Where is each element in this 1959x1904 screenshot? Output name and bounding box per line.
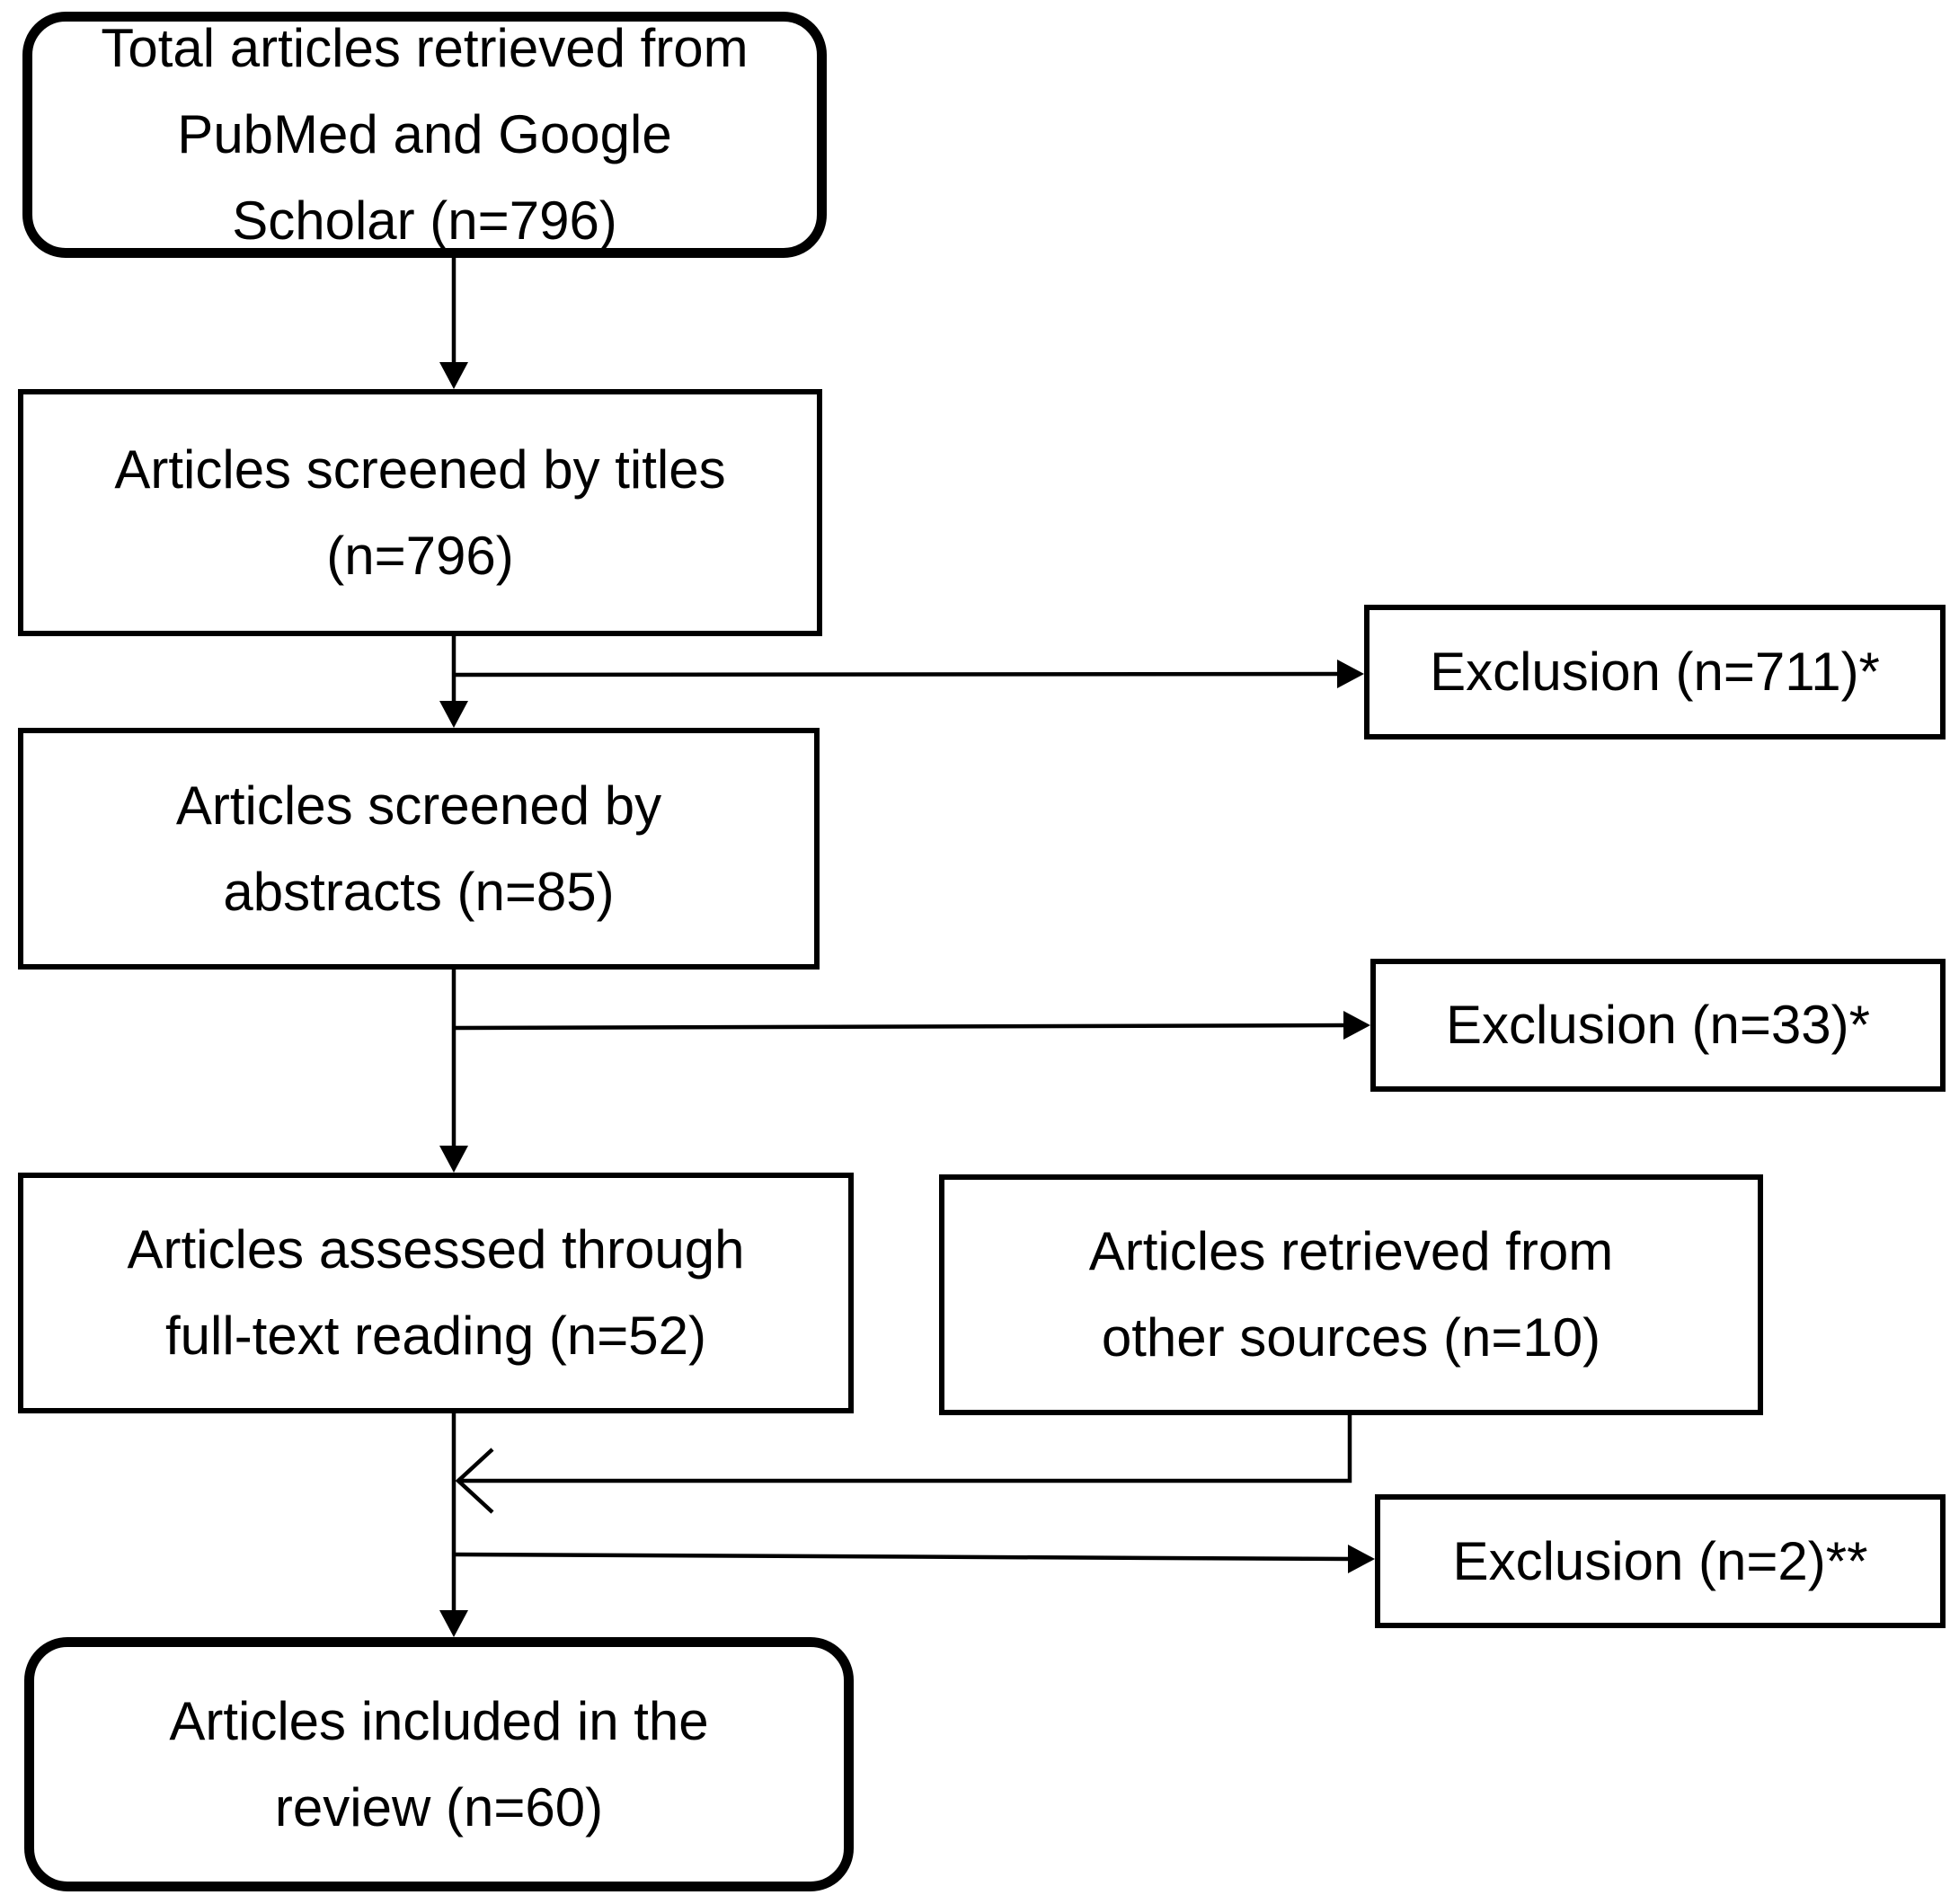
arrow-titles-to-exclusion [453,671,1344,677]
node-text-line: Articles assessed through [127,1219,745,1280]
node-text-line: Exclusion (n=711)* [1430,642,1880,702]
node-text-line: Articles retrieved from [1088,1221,1614,1281]
arrowhead-right-1 [1337,660,1364,688]
node-text-line: Exclusion (n=33)* [1446,995,1870,1055]
node-text-line: review (n=60) [274,1776,604,1838]
arrow-other-sources-join [460,1415,1352,1483]
node-text-line: Scholar (n=796) [232,190,617,251]
arrow-fulltext-to-exclusion [453,1552,1355,1562]
node-text-line: Articles screened by titles [114,438,726,500]
arrowhead-down-3 [439,1146,468,1173]
node-exclusion-abstracts: Exclusion (n=33)* [1370,959,1946,1092]
node-text-line: Exclusion (n=2)** [1452,1530,1868,1591]
node-text-line: Articles included in the [169,1690,709,1751]
node-screened-by-titles: Articles screened by titles (n=796) [18,389,822,636]
node-text-line: PubMed and Google [177,104,672,164]
node-other-sources: Articles retrieved from other sources (n… [939,1174,1763,1415]
node-exclusion-fulltext: Exclusion (n=2)** [1375,1494,1946,1628]
arrowhead-right-3 [1348,1545,1375,1573]
arrowhead-down-2 [439,701,468,728]
node-fulltext-assessed: Articles assessed through full-text read… [18,1173,854,1413]
node-text-line: full-text reading (n=52) [165,1306,706,1366]
node-screened-by-abstracts: Articles screened by abstracts (n=85) [18,728,820,970]
arrowhead-open-left [455,1448,494,1514]
node-text-line: (n=796) [326,525,514,586]
node-text-line: Total articles retrieved from [101,18,749,78]
node-text-line: other sources (n=10) [1101,1307,1601,1368]
node-total-retrieved: Total articles retrieved from PubMed and… [22,12,827,258]
arrow-abstracts-to-exclusion [453,1023,1351,1031]
node-text-line: abstracts (n=85) [223,861,615,922]
arrowhead-down-1 [439,362,468,389]
node-exclusion-titles: Exclusion (n=711)* [1364,605,1946,739]
arrowhead-right-2 [1343,1011,1370,1040]
arrowhead-down-4 [439,1610,468,1637]
node-included-in-review: Articles included in the review (n=60) [24,1637,854,1891]
node-text-line: Articles screened by [175,775,662,836]
